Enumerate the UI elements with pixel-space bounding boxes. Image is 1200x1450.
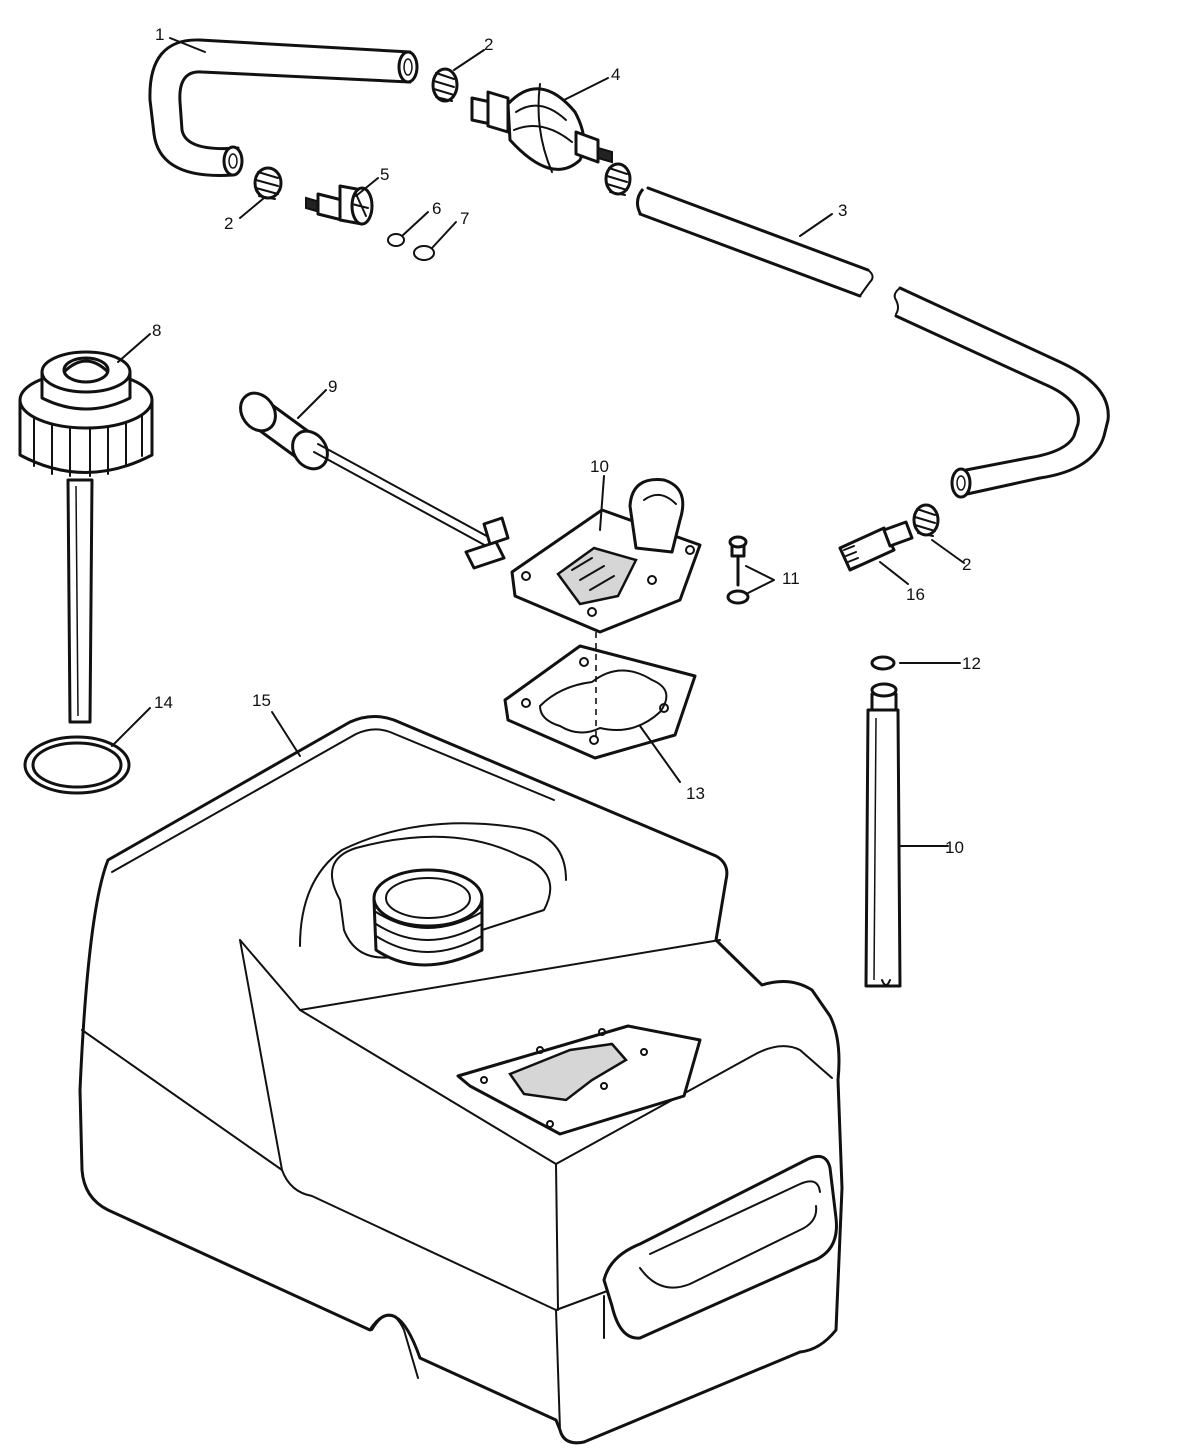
callout-labels: 1 2 2 2 3 4 5 6 7 8 9 10 10 11 12 13 14 … [152, 25, 981, 857]
callout-leaders [111, 37, 965, 847]
callout-label-3: 3 [838, 201, 847, 220]
part-screw-11 [726, 535, 750, 605]
callout-label-2-right: 2 [962, 555, 971, 574]
part-o-ring-7 [413, 245, 435, 261]
callout-label-2-left: 2 [224, 214, 233, 233]
callout-label-4: 4 [611, 65, 620, 84]
callout-label-2-top: 2 [484, 35, 493, 54]
part-hose-clamp-2-top [431, 67, 459, 103]
part-fuel-tank-15 [78, 715, 844, 1445]
callout-label-10-tube: 10 [945, 838, 964, 857]
part-fuel-hose-1 [148, 38, 419, 177]
part-fuel-cap-8 [18, 350, 154, 724]
part-gasket-13 [503, 632, 697, 760]
part-gasket-ring-14 [23, 735, 131, 795]
callout-label-7: 7 [460, 209, 469, 228]
callout-label-1: 1 [155, 25, 164, 44]
part-hose-clamp-2-right [912, 503, 940, 537]
callout-label-8: 8 [152, 321, 161, 340]
part-pickup-head-10 [510, 478, 702, 634]
callout-label-16: 16 [906, 585, 925, 604]
callout-label-14: 14 [154, 693, 173, 712]
part-o-ring-6 [387, 233, 405, 247]
callout-label-15: 15 [252, 691, 271, 710]
part-float-9 [239, 391, 510, 570]
callout-label-6: 6 [432, 199, 441, 218]
part-connector-5 [305, 184, 374, 226]
callout-label-9: 9 [328, 377, 337, 396]
part-hose-fitting-16 [838, 520, 914, 572]
part-hose-clamp-2-left [253, 166, 283, 200]
part-primer-bulb-4 [470, 83, 613, 173]
part-fuel-hose-3 [636, 186, 1110, 499]
part-hose-clamp-2-mid [604, 162, 632, 196]
callout-label-13: 13 [686, 784, 705, 803]
part-o-ring-12 [870, 655, 896, 671]
callout-label-10-head: 10 [590, 457, 609, 476]
part-pickup-tube-10 [864, 682, 902, 988]
callout-label-11: 11 [782, 569, 800, 588]
callout-label-5: 5 [380, 165, 389, 184]
callout-label-12: 12 [962, 654, 981, 673]
